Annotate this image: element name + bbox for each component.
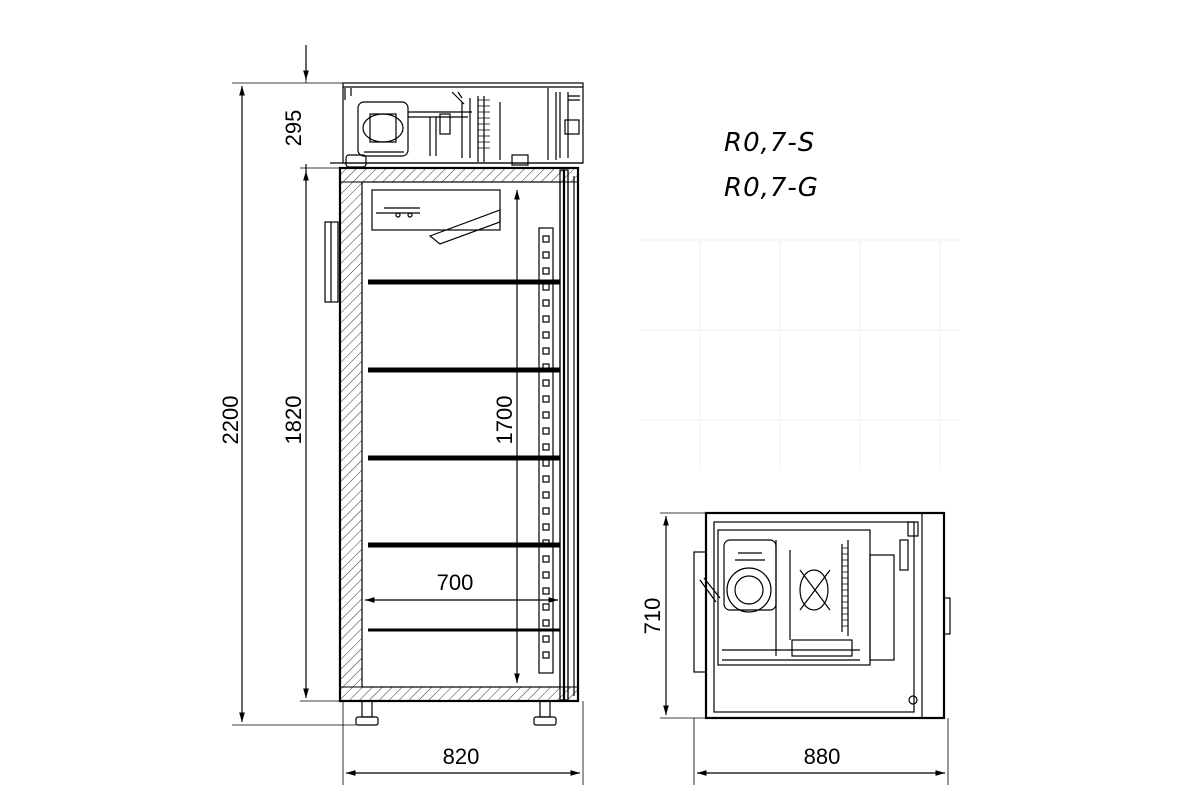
rack-hole <box>542 475 550 483</box>
rack-hole <box>542 459 550 467</box>
unit-height-label: 295 <box>281 110 306 147</box>
model-label-g: R0,7-G <box>724 173 819 203</box>
rack-hole <box>542 331 550 339</box>
rack-hole <box>542 427 550 435</box>
rack-hole <box>542 395 550 403</box>
shelves <box>368 279 560 632</box>
door-handle <box>324 221 339 303</box>
rack-hole <box>542 379 550 387</box>
top-view: 710 880 <box>640 511 951 785</box>
rack-hole <box>542 315 550 323</box>
total-height-label: 2200 <box>218 396 243 445</box>
top-unit <box>330 82 584 168</box>
rack-hole <box>542 555 550 563</box>
rack-hole <box>542 619 550 627</box>
rack-hole <box>542 363 550 371</box>
ghost-watermark <box>640 239 960 470</box>
top-depth-label: 710 <box>640 598 665 635</box>
rack-hole <box>542 299 550 307</box>
rack-hole <box>542 507 550 515</box>
rack-hole <box>542 651 550 659</box>
rack-hole <box>542 603 550 611</box>
rack-hole <box>542 587 550 595</box>
front-view: 2200 1820 295 1700 700 820 <box>218 45 584 785</box>
rack-hole <box>542 235 550 243</box>
rack-hole <box>542 491 550 499</box>
rack-hole <box>542 283 550 291</box>
rack-hole <box>542 523 550 531</box>
interior-width-label: 700 <box>437 570 474 595</box>
feet <box>355 700 557 726</box>
top-width-label: 880 <box>804 744 841 769</box>
rack-hole <box>542 635 550 643</box>
rack-hole <box>542 571 550 579</box>
rack-hole <box>542 443 550 451</box>
top-machinery <box>717 521 919 705</box>
interior-height-label: 1700 <box>492 396 517 445</box>
rack-strip <box>538 227 554 674</box>
cabinet-height-label: 1820 <box>281 396 306 445</box>
rack-hole <box>542 267 550 275</box>
model-label-s: R0,7-S <box>724 128 815 158</box>
evaporator <box>371 189 501 245</box>
front-width-label: 820 <box>443 744 480 769</box>
rack-hole <box>542 539 550 547</box>
rack-hole <box>542 251 550 259</box>
rack-hole <box>542 411 550 419</box>
cabinet-body <box>338 166 580 703</box>
front-dimensions <box>232 45 584 785</box>
rack-hole <box>542 347 550 355</box>
